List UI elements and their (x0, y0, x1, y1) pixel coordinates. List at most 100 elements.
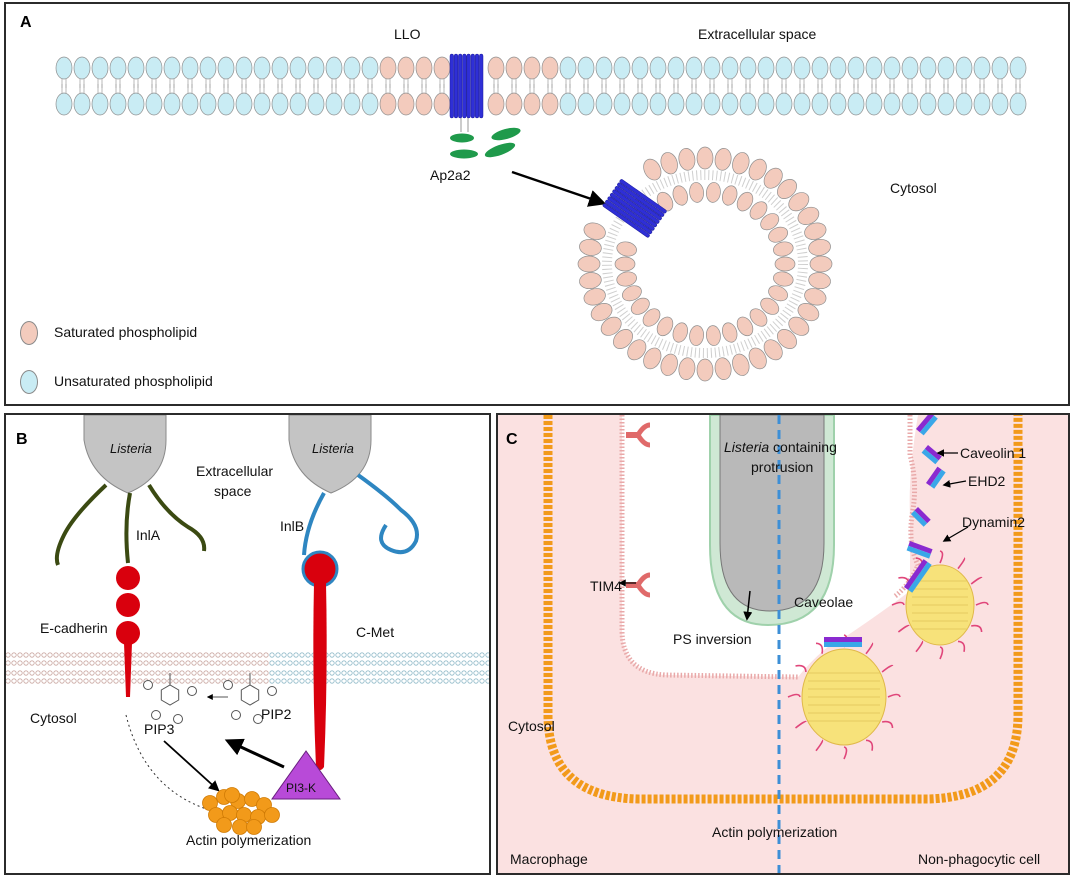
membrane-head (41, 652, 47, 658)
membrane-head (449, 670, 455, 676)
cavin-strand (897, 624, 910, 633)
phospholipid-head (271, 56, 289, 80)
membrane-head (305, 652, 311, 658)
membrane-head (347, 652, 353, 658)
phospholipid-head (505, 92, 523, 116)
vesicle-lipid-outer (748, 347, 767, 370)
rod-purple (908, 541, 933, 554)
membrane-head (455, 678, 461, 684)
membrane-head (107, 678, 113, 684)
pi3k-activation-arrow (224, 738, 285, 769)
membrane-head (89, 670, 95, 676)
membrane-head (275, 660, 281, 666)
phospholipid-head (631, 56, 649, 80)
phospholipid-head (901, 92, 919, 116)
cavin-strand (975, 601, 989, 606)
vesicle-lipid-outer (714, 357, 732, 380)
membrane-head (143, 652, 149, 658)
protrusion-label-line2: protrusion (751, 459, 814, 475)
membrane-head (209, 670, 215, 676)
membrane-head (347, 660, 353, 666)
membrane-head (227, 670, 233, 676)
phospholipid-head (163, 92, 181, 116)
membrane-head (47, 652, 53, 658)
rod-purple (926, 466, 942, 486)
phospholipid-head (199, 56, 217, 80)
membrane-head (155, 678, 161, 684)
membrane-head (347, 670, 353, 676)
membrane-head (383, 652, 389, 658)
phospholipid-head (937, 56, 955, 80)
cavin-strand (915, 640, 924, 653)
host-membrane (619, 415, 799, 680)
membrane-head (65, 660, 71, 666)
membrane-head (95, 678, 101, 684)
inla-label: InlA (136, 527, 161, 543)
vesicle-lipid-outer (627, 339, 647, 361)
phospholipid-head (109, 92, 127, 116)
membrane-head (173, 678, 179, 684)
phospholipid-head (667, 56, 685, 80)
vesicle-lipid-inner (768, 285, 789, 302)
phospholipid-head (847, 56, 865, 80)
plasma-membrane (6, 652, 489, 684)
phospholipid-head (307, 56, 325, 80)
membrane-head (395, 660, 401, 666)
cavin-strand (939, 550, 944, 564)
phospholipid-head (955, 92, 973, 116)
membrane-head (113, 678, 119, 684)
membrane-head (413, 670, 419, 676)
phospholipid-head (343, 56, 361, 80)
membrane-head (179, 678, 185, 684)
membrane-head (137, 660, 143, 666)
membrane-head (485, 670, 489, 676)
membrane-head (443, 670, 449, 676)
membrane-head (107, 652, 113, 658)
cavin-strand (865, 642, 874, 655)
membrane-head (131, 678, 137, 684)
membrane-head (377, 652, 383, 658)
membrane-head (221, 652, 227, 658)
vesicle-lipid-inner (706, 325, 721, 346)
membrane-head (65, 678, 71, 684)
cavin-strand (881, 720, 894, 729)
cavin-strand (795, 664, 807, 673)
membrane-head (215, 652, 221, 658)
membrane-head (149, 652, 155, 658)
membrane-head (113, 652, 119, 658)
llo-subunit (462, 53, 467, 119)
membrane-head (299, 670, 305, 676)
membrane-head (473, 652, 479, 658)
dynamin2-rod (906, 541, 933, 559)
membrane-head (251, 670, 257, 676)
phospholipid-head (973, 92, 991, 116)
membrane-head (275, 652, 281, 658)
membrane-head (419, 652, 425, 658)
membrane-head (191, 678, 197, 684)
phospholipid-head (127, 92, 145, 116)
membrane-head (365, 652, 371, 658)
membrane-head (59, 670, 65, 676)
llo-subunit (609, 192, 657, 228)
membrane-head (389, 660, 395, 666)
pip3-label: PIP3 (144, 721, 175, 737)
phospholipid-head (163, 56, 181, 80)
membrane-head (233, 652, 239, 658)
phospholipid-head (757, 92, 775, 116)
phospholipid-head (289, 92, 307, 116)
phospholipid-head (181, 56, 199, 80)
phospholipid-head (955, 56, 973, 80)
vesicle-lipid-outer (660, 152, 678, 175)
vesicle-lipid-outer (660, 353, 678, 376)
pip2-molecule (223, 673, 277, 724)
membrane-head (173, 670, 179, 676)
membrane-head (41, 678, 47, 684)
e-cadherin-label: E-cadherin (40, 620, 108, 636)
membrane-head (35, 660, 41, 666)
vesicle-lipid-inner (672, 322, 688, 343)
membrane-head (407, 652, 413, 658)
membrane-head (257, 678, 263, 684)
phospholipid-head (811, 92, 829, 116)
membrane-head (71, 660, 77, 666)
membrane-head (455, 670, 461, 676)
